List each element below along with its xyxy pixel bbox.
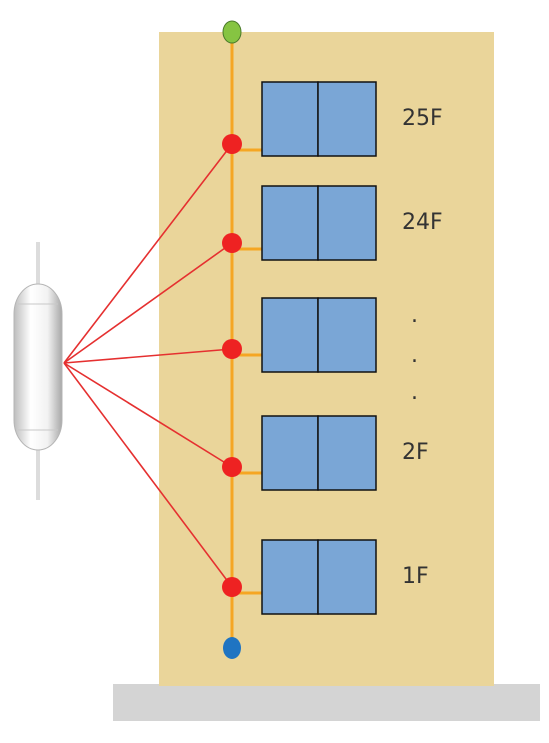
device-body (13, 283, 63, 451)
ellipsis-dot: . (411, 380, 418, 405)
window-pane-left (261, 539, 319, 615)
connection-line (63, 143, 233, 364)
window-pane-right (317, 539, 377, 615)
floor-node (222, 457, 242, 477)
floor-node (222, 339, 242, 359)
connection-lines (63, 143, 233, 588)
connection-line (63, 348, 233, 364)
floor-node (222, 134, 242, 154)
connection-line (63, 362, 233, 588)
floor-node (222, 577, 242, 597)
window-pane-left (261, 297, 319, 373)
ground-slab (113, 684, 540, 721)
window-pane-left (261, 415, 319, 491)
floor-label: 2F (402, 440, 429, 465)
floor-rows (222, 81, 377, 615)
bottom-end-node (223, 637, 241, 659)
window-pane-left (261, 81, 319, 157)
ellipsis-dot: . (411, 303, 418, 328)
device-cable-bottom (36, 440, 40, 500)
floor-label: 24F (402, 210, 443, 235)
window-pane-right (317, 185, 377, 261)
sensor-device (13, 242, 63, 500)
window-pane-right (317, 297, 377, 373)
floor-label: 1F (402, 564, 429, 589)
window-pane-right (317, 415, 377, 491)
top-end-node (222, 20, 242, 44)
window-pane-left (261, 185, 319, 261)
device-cable-top (36, 242, 40, 292)
window-pane-right (317, 81, 377, 157)
connection-line (63, 362, 233, 468)
floor-label: 25F (402, 106, 443, 131)
floor-node (222, 233, 242, 253)
connection-line (63, 242, 233, 364)
ellipsis-dot: . (411, 343, 418, 368)
